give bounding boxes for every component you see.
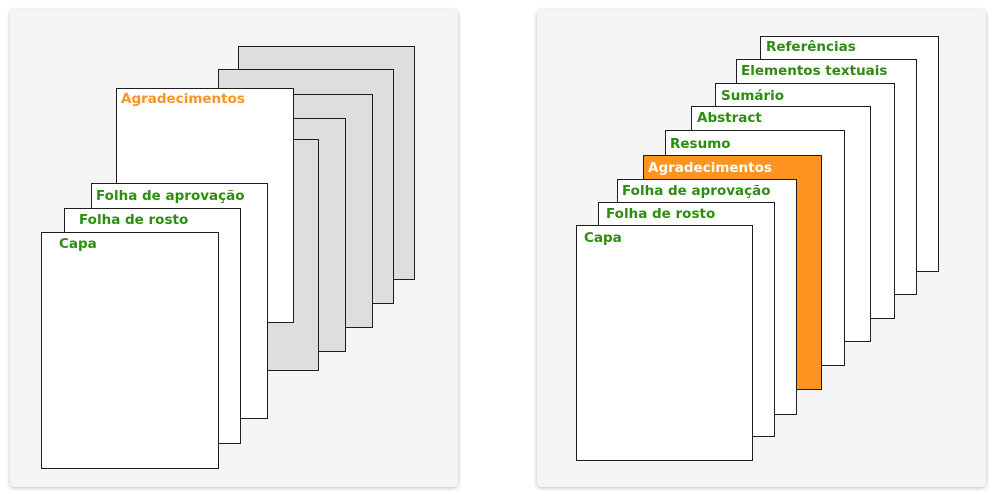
right-panel: Referências Elementos textuais Sumário A… [537,10,986,487]
left-panel: Agradecimentos Folha de aprovação Folha … [10,10,458,487]
sheet-label-folha-aprovacao: Folha de aprovação [96,188,245,204]
sheet-label-folha-rosto: Folha de rosto [79,212,189,228]
sheet-label-resumo: Resumo [670,136,731,152]
sheet-label-sumario: Sumário [721,88,785,104]
sheet-label-agradecimentos: Agradecimentos [121,91,245,107]
sheet-label-folha-aprovacao: Folha de aprovação [622,183,771,199]
sheet-label-abstract: Abstract [697,110,762,126]
page-sheet-capa: Capa [576,225,753,461]
sheet-label-referencias: Referências [766,39,856,55]
sheet-label-capa: Capa [584,230,622,246]
sheet-label-capa: Capa [59,236,97,252]
page-sheet-capa: Capa [41,232,219,469]
sheet-label-elementos-textuais: Elementos textuais [741,63,888,79]
sheet-label-folha-rosto: Folha de rosto [606,206,716,222]
sheet-label-agradecimentos: Agradecimentos [648,160,772,176]
